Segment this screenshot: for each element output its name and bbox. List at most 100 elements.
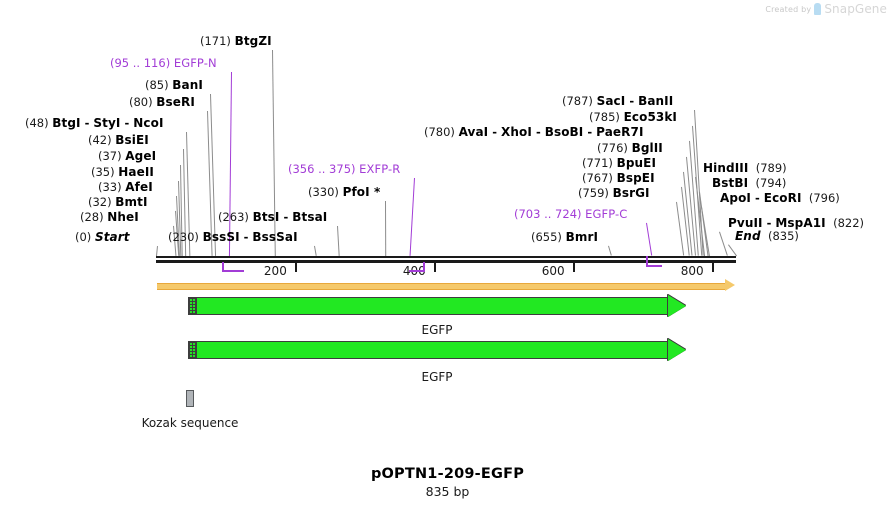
site-position-apoi: (796)	[808, 191, 840, 205]
site-enzyme-names-pvuii: PvuII - MspA1I	[728, 216, 826, 230]
site-position-egfp-c: (703 .. 724)	[514, 207, 582, 221]
site-label-hindiii[interactable]: HindIII (789)	[703, 162, 787, 175]
site-enzyme-names-bsiei: BsiEI	[115, 133, 149, 147]
site-position-agei: (37)	[98, 149, 122, 163]
leader-line-egfp-n	[228, 72, 232, 256]
site-enzyme-name: EGFP-N	[173, 56, 217, 70]
site-enzyme-name: BpuEI	[616, 156, 657, 170]
site-label-agei[interactable]: (37) AgeI	[98, 150, 156, 163]
site-label-bsiei[interactable]: (42) BsiEI	[88, 134, 149, 147]
site-enzyme-names-pfoi: PfoI *	[343, 185, 381, 199]
site-position-egfp-n: (95 .. 116)	[110, 56, 171, 70]
site-label-btgzi[interactable]: (171) BtgZI	[200, 35, 272, 48]
site-label-bani[interactable]: (85) BanI	[145, 79, 203, 92]
site-label-egfp-n[interactable]: (95 .. 116) EGFP-N	[110, 57, 217, 70]
site-label-egfp-c[interactable]: (703 .. 724) EGFP-C	[514, 208, 627, 221]
site-position-pvuii: (822)	[833, 216, 865, 230]
backbone-orange-arrow-track	[157, 283, 725, 290]
site-label-exfp-r[interactable]: (356 .. 375) EXFP-R	[288, 163, 400, 176]
site-enzyme-name: XhoI	[501, 125, 532, 139]
egfp-n-region-bracket	[222, 262, 244, 272]
site-enzyme-names-bspei: BspEI	[617, 171, 655, 185]
site-position-bstbi: (794)	[755, 176, 787, 190]
site-enzyme-name: BtgZI	[234, 34, 272, 48]
site-enzyme-name: NheI	[107, 210, 139, 224]
site-position-bani: (85)	[145, 78, 169, 92]
site-label-bspei[interactable]: (767) BspEI	[582, 172, 655, 185]
site-label-bsrgi[interactable]: (759) BsrGI	[578, 187, 650, 200]
site-label-bglii[interactable]: (776) BglII	[597, 142, 663, 155]
feature-arrow-head	[668, 295, 686, 317]
site-label-bstbi[interactable]: BstBI (794)	[712, 177, 786, 190]
site-enzyme-name: BstBI	[712, 176, 749, 190]
site-enzyme-name: SacI	[596, 94, 626, 108]
kozak-sequence-marker[interactable]	[186, 390, 194, 407]
site-enzyme-names-exfp-r: EXFP-R	[359, 162, 400, 176]
site-enzyme-name: BglII	[631, 141, 663, 155]
leader-line-exfp-r	[409, 178, 415, 257]
ruler-tick-800	[711, 263, 714, 272]
site-label-bsssi[interactable]: (230) BssSI - BssSaI	[168, 231, 298, 244]
site-label-saci[interactable]: (787) SacI - BanII	[562, 95, 673, 108]
backbone-orange-arrow-head	[725, 279, 735, 291]
site-label-bseri[interactable]: (80) BseRI	[129, 96, 195, 109]
site-label-bpuei[interactable]: (771) BpuEI	[582, 157, 656, 170]
site-label-eco53ki[interactable]: (785) Eco53kI	[589, 111, 677, 124]
site-enzyme-name: BseRI	[156, 95, 195, 109]
site-label-btgi[interactable]: (48) BtgI - StyI - NcoI	[25, 117, 164, 130]
site-label-haeii[interactable]: (35) HaeII	[91, 166, 154, 179]
site-enzyme-name: AfeI	[125, 180, 153, 194]
site-label-btsi[interactable]: (263) BtsI - BtsaI	[218, 211, 327, 224]
site-label-afei[interactable]: (33) AfeI	[98, 181, 153, 194]
site-enzyme-names-bmri: BmrI	[566, 230, 598, 244]
site-enzyme-names-btsi: BtsI - BtsaI	[253, 210, 328, 224]
snapgene-watermark: Created by SnapGene	[765, 2, 887, 16]
site-label-nhei[interactable]: (28) NheI	[80, 211, 139, 224]
leader-line-start	[156, 246, 158, 257]
site-enzyme-names-end: End	[735, 229, 761, 243]
leader-line-btsi	[337, 225, 340, 256]
site-name-separator: -	[583, 125, 597, 139]
leader-line-pvuii	[719, 231, 728, 256]
site-label-bmti[interactable]: (32) BmtI	[88, 196, 148, 209]
site-label-apoi[interactable]: ApoI - EcoRI (796)	[720, 192, 840, 205]
site-label-bmri[interactable]: (655) BmrI	[531, 231, 598, 244]
site-enzyme-names-bglii: BglII	[632, 141, 663, 155]
site-enzyme-name: BmtI	[115, 195, 148, 209]
ruler-label-800: 800	[680, 264, 704, 278]
site-label-start[interactable]: (0) Start	[75, 231, 130, 244]
leader-line-btgzi	[272, 49, 276, 256]
site-label-avai[interactable]: (780) AvaI - XhoI - BsoBI - PaeR7I	[424, 126, 644, 139]
site-position-pfoi: (330)	[308, 185, 339, 199]
site-enzyme-name: BsoBI	[544, 125, 584, 139]
site-name-separator: -	[80, 116, 94, 130]
leader-line-bsssi	[314, 245, 317, 256]
site-name-separator: -	[625, 94, 639, 108]
site-label-pvuii[interactable]: PvuII - MspA1I (822)	[728, 217, 864, 230]
site-enzyme-names-haeii: HaeII	[118, 165, 154, 179]
site-enzyme-name: Eco53kI	[623, 110, 677, 124]
leader-line-egfp-c	[646, 222, 653, 256]
site-enzyme-name: BanI	[172, 78, 203, 92]
site-position-btsi: (263)	[218, 210, 249, 224]
site-position-start: (0)	[75, 230, 92, 244]
feature-label-egfp-2: EGFP	[421, 370, 453, 384]
site-name-separator: -	[239, 230, 253, 244]
ruler-label-200: 200	[263, 264, 287, 278]
site-enzyme-name: BsiEI	[115, 133, 149, 147]
site-label-end[interactable]: End (835)	[735, 230, 799, 243]
site-enzyme-names-bstbi: BstBI	[712, 176, 748, 190]
egfp-r-region-bracket	[409, 262, 425, 272]
site-enzyme-names-bsrgi: BsrGI	[613, 186, 650, 200]
ruler-tick-200	[294, 263, 297, 272]
site-enzyme-names-agei: AgeI	[125, 149, 156, 163]
site-enzyme-names-bani: BanI	[172, 78, 203, 92]
site-enzyme-names-afei: AfeI	[125, 180, 153, 194]
site-enzyme-names-egfp-c: EGFP-C	[585, 207, 627, 221]
feature-body	[196, 341, 669, 359]
feature-label-egfp-1: EGFP	[421, 323, 453, 337]
site-label-pfoi[interactable]: (330) PfoI *	[308, 186, 380, 199]
leader-line-pfoi	[385, 200, 387, 256]
site-enzyme-name: PaeR7I	[596, 125, 644, 139]
site-name-separator: -	[751, 191, 764, 205]
